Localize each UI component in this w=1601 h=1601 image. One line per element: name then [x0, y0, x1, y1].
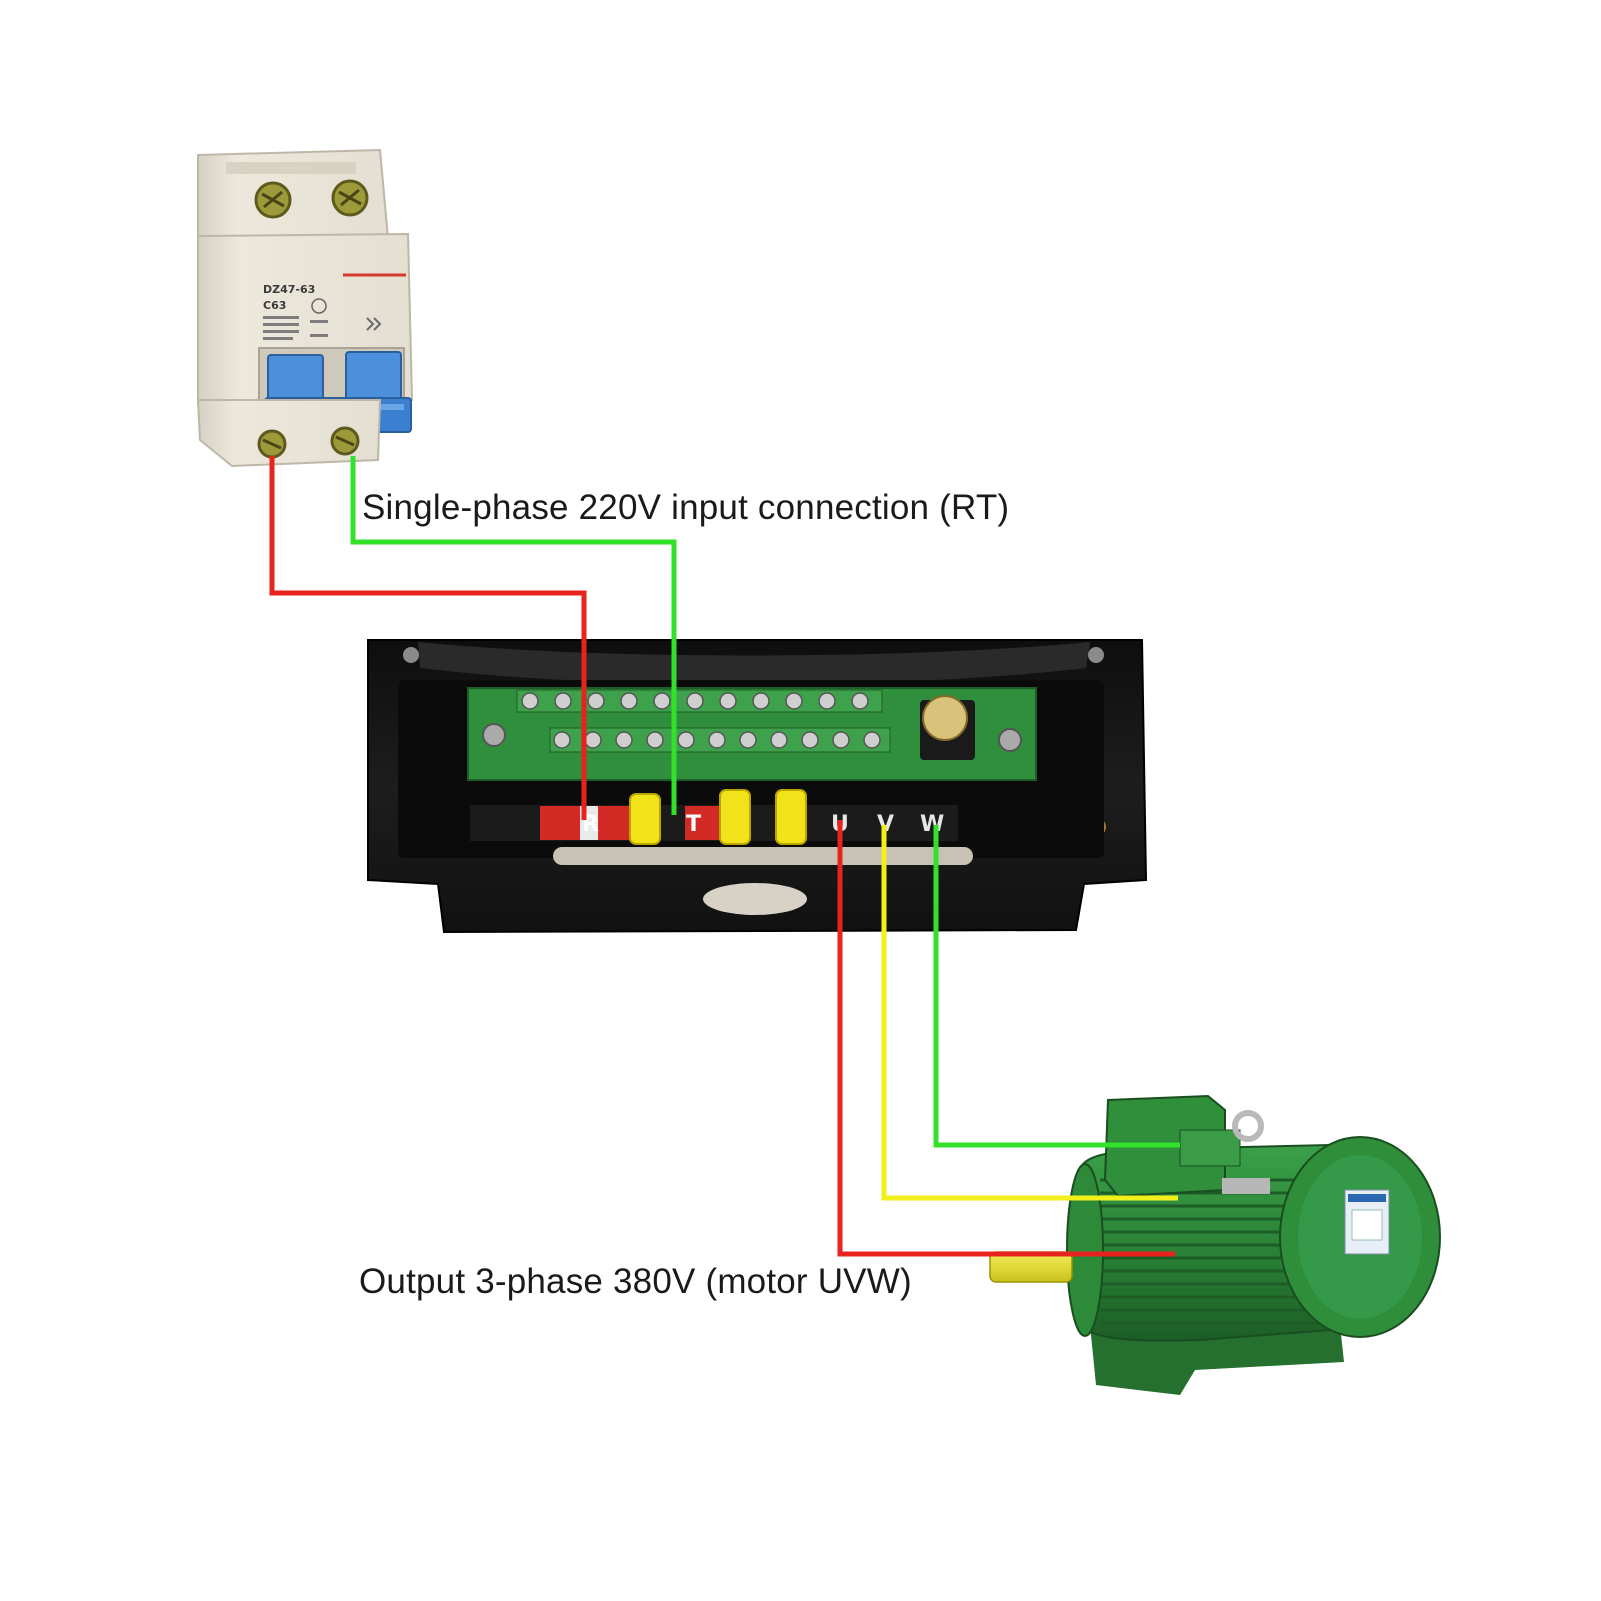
terminal-screw-icon: [770, 731, 788, 749]
motor-nameplate: [1222, 1178, 1390, 1255]
terminal-screw-icon: [832, 731, 850, 749]
input-connection-caption: Single-phase 220V input connection (RT): [362, 488, 1010, 527]
terminal-t-label: T: [686, 812, 701, 837]
wire-v-yellow: [881, 825, 1178, 1201]
terminal-screw-icon: [521, 692, 539, 710]
terminal-w-label: W: [920, 812, 944, 837]
breaker-rating-label: C63: [263, 299, 286, 312]
breaker-model-label: DZ47-63: [263, 283, 315, 296]
circuit-breaker: DZ47-63 C63: [196, 148, 414, 468]
terminal-screw-icon: [615, 731, 633, 749]
terminal-screw-icon: [801, 731, 819, 749]
terminal-screw-icon: [863, 731, 881, 749]
terminal-screw-icon: [686, 692, 704, 710]
output-connection-caption: Output 3-phase 380V (motor UVW): [359, 1262, 912, 1301]
input-wires: [269, 456, 677, 820]
terminal-screw-icon: [646, 731, 664, 749]
terminal-screw-icon: [620, 692, 638, 710]
terminal-screw-icon: [554, 692, 572, 710]
terminal-screw-icon: [719, 692, 737, 710]
terminal-screw-icon: [851, 692, 869, 710]
screw-top-right-icon: [331, 179, 369, 217]
wire-r-red: [269, 456, 587, 820]
wire-t-green: [350, 456, 677, 815]
terminal-screw-icon: [677, 731, 695, 749]
three-phase-motor: [989, 1094, 1441, 1395]
terminal-strip: R T U V W: [540, 789, 944, 845]
terminal-screw-icon: [708, 731, 726, 749]
wire-w-green: [933, 825, 1180, 1148]
output-wires: [837, 820, 1180, 1257]
screw-bottom-left-icon: [257, 429, 287, 459]
screw-bottom-right-icon: [330, 426, 360, 456]
terminal-screw-icon: [587, 692, 605, 710]
terminal-v-label: V: [877, 812, 894, 837]
terminal-screw-icon: [752, 692, 770, 710]
terminal-screw-icon: [553, 731, 571, 749]
terminal-screw-icon: [653, 692, 671, 710]
control-pcb: [467, 687, 1037, 781]
terminal-screw-icon: [584, 731, 602, 749]
wire-u-red: [837, 820, 1175, 1257]
inverter-drive: R T U V W: [367, 639, 1148, 934]
terminal-screw-icon: [818, 692, 836, 710]
terminal-screw-icon: [785, 692, 803, 710]
terminal-screw-icon: [739, 731, 757, 749]
screw-top-left-icon: [254, 181, 292, 219]
